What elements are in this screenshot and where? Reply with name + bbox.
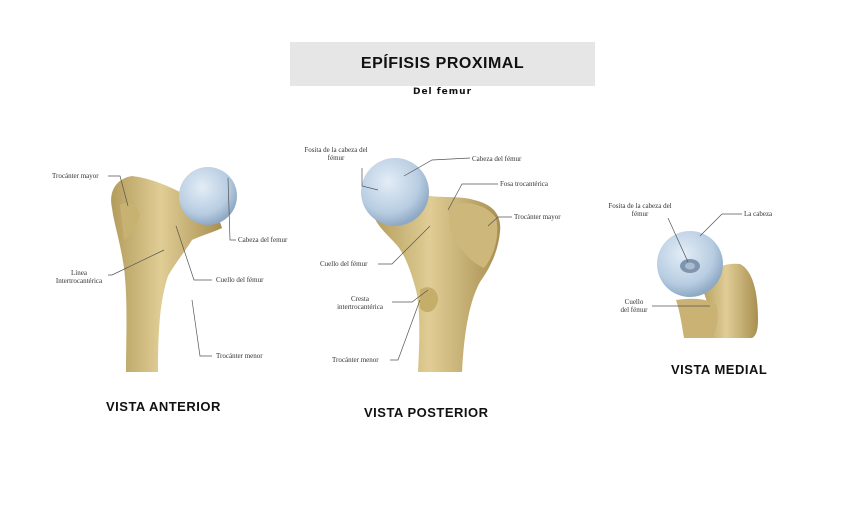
posterior-leader-lines [361,157,512,361]
label-post-fosita-1: Fosita de la cabeza del [304,146,368,154]
label-ant-cuello-femur: Cuello del fémur [216,276,264,284]
label-post-trocanter-mayor: Trocánter mayor [514,213,561,221]
label-post-trocanter-menor: Trocánter menor [332,356,379,364]
medial-leader-lines [652,213,742,307]
label-post-fosita-cabeza: Fosita de la cabeza del fémur [296,146,376,162]
label-post-cresta-1: Cresta [351,295,369,303]
label-ant-trocanter-mayor: Trocánter mayor [52,172,99,180]
title-banner: EPÍFISIS PROXIMAL [290,42,595,86]
anterior-femur-drawing [108,167,237,372]
label-ant-cabeza-femur: Cabeza del femur [238,236,288,244]
anterior-trochanter-shade [120,202,140,240]
posterior-head [361,158,429,226]
label-ant-trocanter-menor: Trocánter menor [216,352,263,360]
label-post-cresta-2: intertrocantérica [337,303,383,311]
view-title-posterior: VISTA POSTERIOR [364,405,489,420]
view-title-medial: VISTA MEDIAL [671,362,768,377]
label-med-cuello-1: Cuello [624,298,644,306]
label-post-cresta-intertrocanterica: Cresta intertrocantérica [328,295,392,311]
label-post-fosita-2: fémur [327,154,345,162]
label-post-fosa-trocanterica: Fosa trocantérica [500,180,549,188]
medial-femur-drawing [652,213,758,338]
label-med-fosita-cabeza: Fosita de la cabeza del fémur [600,202,680,218]
posterior-greater-trochanter [448,203,498,268]
page-title: EPÍFISIS PROXIMAL [360,55,525,72]
posterior-lesser-trochanter [420,287,438,313]
label-med-cuello-femur: Cuello del fémur [612,298,656,314]
label-post-cabeza-femur: Cabeza del fémur [472,155,522,163]
label-med-cuello-2: del fémur [620,306,648,314]
label-med-fosita-2: fémur [631,210,649,218]
label-ant-linea-2: Intertrocantérica [55,277,103,285]
label-ant-linea-1: Línea [71,269,87,277]
label-med-fosita-1: Fosita de la cabeza del [608,202,672,210]
anterior-head [179,167,237,225]
label-ant-linea-intertrocanterica: Línea Intertrocantérica [50,269,108,285]
page-subtitle: Del femur [412,87,473,97]
anterior-bone [111,176,222,372]
view-title-anterior: VISTA ANTERIOR [106,399,221,414]
label-post-cuello-femur: Cuello del fémur [320,260,368,268]
medial-neck [676,298,718,338]
anterior-leader-lines [108,175,236,357]
posterior-femur-drawing [361,157,512,372]
label-med-la-cabeza: La cabeza [744,210,773,218]
